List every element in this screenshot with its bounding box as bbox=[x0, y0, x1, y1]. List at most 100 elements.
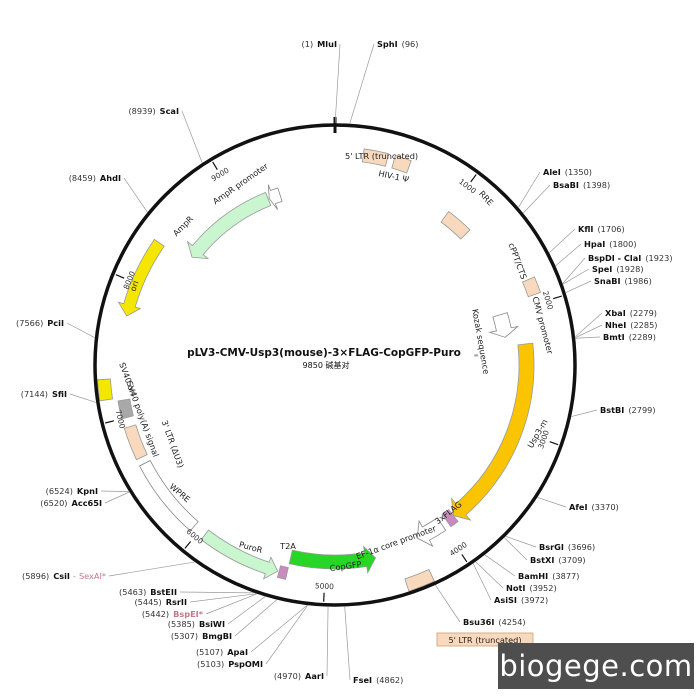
site-leader-fsei bbox=[344, 606, 351, 681]
site-position: (3952) bbox=[529, 583, 556, 593]
site-label-bmti: BmtI (2289) bbox=[603, 332, 656, 342]
site-label-ahdi: (8459)AhdI bbox=[69, 173, 121, 183]
site-leader-bspdi-clai bbox=[562, 257, 586, 284]
site-label-afei: AfeI (3370) bbox=[569, 502, 619, 512]
site-label-kfli: KflI (1706) bbox=[578, 224, 625, 234]
site-label-apai: (5107) ApaI bbox=[196, 647, 248, 657]
site-name: XbaI bbox=[605, 308, 626, 318]
tick-3000 bbox=[549, 441, 559, 446]
site-label-bstxi: BstXI(3709) bbox=[530, 555, 586, 565]
site-position: (5307) bbox=[171, 631, 198, 641]
feature-layer bbox=[97, 148, 542, 592]
feature-ampr-18 bbox=[186, 191, 272, 260]
feature-cppt-cts-3 bbox=[521, 276, 542, 298]
site-leader-bspei bbox=[205, 593, 257, 615]
site-name: SphI bbox=[377, 39, 398, 49]
site-label-acc65i: (6520)Acc65I bbox=[40, 498, 102, 508]
site-position: (5385) bbox=[168, 619, 195, 629]
site-label-sphi: SphI(96) bbox=[377, 39, 418, 49]
feature-label-copgfp-10: CopGFP bbox=[329, 559, 362, 573]
site-label-bsiwi: (5385)BsiWI bbox=[168, 619, 225, 629]
tick-1000 bbox=[470, 174, 477, 183]
site-leader-mlui bbox=[334, 43, 341, 124]
site-label-asisi: AsiSI(3972) bbox=[494, 595, 548, 605]
site-name: KflI bbox=[578, 224, 593, 234]
site-name: KpnI bbox=[77, 486, 98, 496]
site-label-bamhi: BamHI(3877) bbox=[518, 571, 579, 581]
site-position: (2289) bbox=[629, 332, 656, 342]
site-leader-bstxi bbox=[504, 537, 528, 561]
feature-5-ltr-truncated-0 bbox=[361, 148, 390, 167]
site-leader-snabi bbox=[565, 280, 592, 293]
site-position: (7566) bbox=[16, 318, 43, 328]
feature-label-box-5-ltr-truncated bbox=[436, 632, 534, 647]
site-name: SfiI bbox=[52, 389, 67, 399]
site-leader-bsiwi bbox=[227, 596, 266, 625]
site-name: ApaI bbox=[227, 647, 248, 657]
site-name: NheI bbox=[605, 320, 626, 330]
site-position: (6520) bbox=[40, 498, 67, 508]
site-leader-bstbi bbox=[571, 409, 598, 417]
plasmid-title: pLV3-CMV-Usp3(mouse)-3×FLAG-CopGFP-Puro bbox=[187, 347, 461, 359]
site-position: (3370) bbox=[592, 502, 619, 512]
site-leader-xbai bbox=[575, 312, 603, 337]
site-position: (5107) bbox=[196, 647, 223, 657]
feature-hiv-1-1 bbox=[391, 155, 412, 174]
site-name: NotI bbox=[506, 583, 525, 593]
site-label-aari: (4970)AarI bbox=[274, 671, 324, 681]
site-label-bsteii: (5463)BstEII bbox=[119, 587, 177, 597]
site-position: (5103) bbox=[197, 659, 224, 669]
site-label-csii: (5896)CsiI-SexAI* bbox=[22, 571, 106, 581]
tick-label-9000: 9000 bbox=[210, 166, 231, 184]
site-label-snabi: SnaBI(1986) bbox=[594, 276, 652, 286]
site-position: (3696) bbox=[568, 542, 595, 552]
site-leader-pspomi bbox=[265, 605, 308, 665]
site-name: ScaI bbox=[160, 106, 179, 116]
site-position: (5442) bbox=[142, 609, 169, 619]
site-label-bspei: (5442)BspEI* bbox=[142, 609, 204, 619]
site-position: (1) bbox=[302, 39, 314, 49]
site-name: BmgBI bbox=[202, 631, 232, 641]
site-label-kpni: (6524)KpnI bbox=[46, 486, 98, 496]
site-label-bsabi: BsaBI(1398) bbox=[553, 180, 610, 190]
feature-t2a-11 bbox=[276, 565, 289, 580]
site-leader-pcii bbox=[66, 322, 95, 338]
site-position: (8459) bbox=[69, 173, 96, 183]
plasmid-length: 9850 碱基对 bbox=[303, 360, 350, 370]
tick-label-5000: 5000 bbox=[315, 581, 335, 591]
site-position: (1986) bbox=[625, 276, 652, 286]
site-label-pspomi: (5103)PspOMI bbox=[197, 659, 263, 669]
site-leader-scai bbox=[181, 110, 203, 163]
site-name: MluI bbox=[317, 39, 337, 49]
site-position: (1350) bbox=[565, 167, 592, 177]
site-leader-sfii bbox=[69, 393, 97, 403]
feature-kozak-sequence-5 bbox=[474, 354, 479, 357]
site-label-rsrii: (5445)RsrII bbox=[134, 597, 187, 607]
feature-sv40-ori-16 bbox=[97, 378, 114, 402]
feature-copgfp-10 bbox=[288, 545, 377, 574]
site-leader-noti bbox=[475, 561, 504, 589]
site-leader-aari bbox=[326, 606, 329, 677]
feature-3xflag-7 bbox=[441, 509, 459, 528]
site-name: AfeI bbox=[569, 502, 588, 512]
feature-3-ltr-u3-14 bbox=[123, 424, 148, 461]
site-leader-acc65i bbox=[104, 491, 130, 504]
feature-ef-1-core-promoter-8 bbox=[416, 517, 447, 548]
site-position: (4862) bbox=[376, 675, 403, 685]
site-separator: - bbox=[73, 571, 76, 581]
site-position: (1923) bbox=[645, 253, 672, 263]
site-label-noti: NotI (3952) bbox=[506, 583, 557, 593]
site-position: (1928) bbox=[616, 264, 643, 274]
feature-wpre-13 bbox=[138, 459, 199, 532]
site-name: BmtI bbox=[603, 332, 625, 342]
tick-7000 bbox=[105, 420, 115, 424]
site-leader-kfli bbox=[549, 228, 576, 253]
feature-label-cppt-cts-3: cPPT/CTS bbox=[507, 241, 529, 280]
tick-label-1000: 1000 bbox=[457, 177, 478, 196]
site-label-bsrgi: BsrGI(3696) bbox=[539, 542, 595, 552]
tick-9000 bbox=[212, 161, 218, 171]
site-position: (1706) bbox=[597, 224, 624, 234]
feature-5-ltr-truncated-9 bbox=[404, 568, 435, 592]
